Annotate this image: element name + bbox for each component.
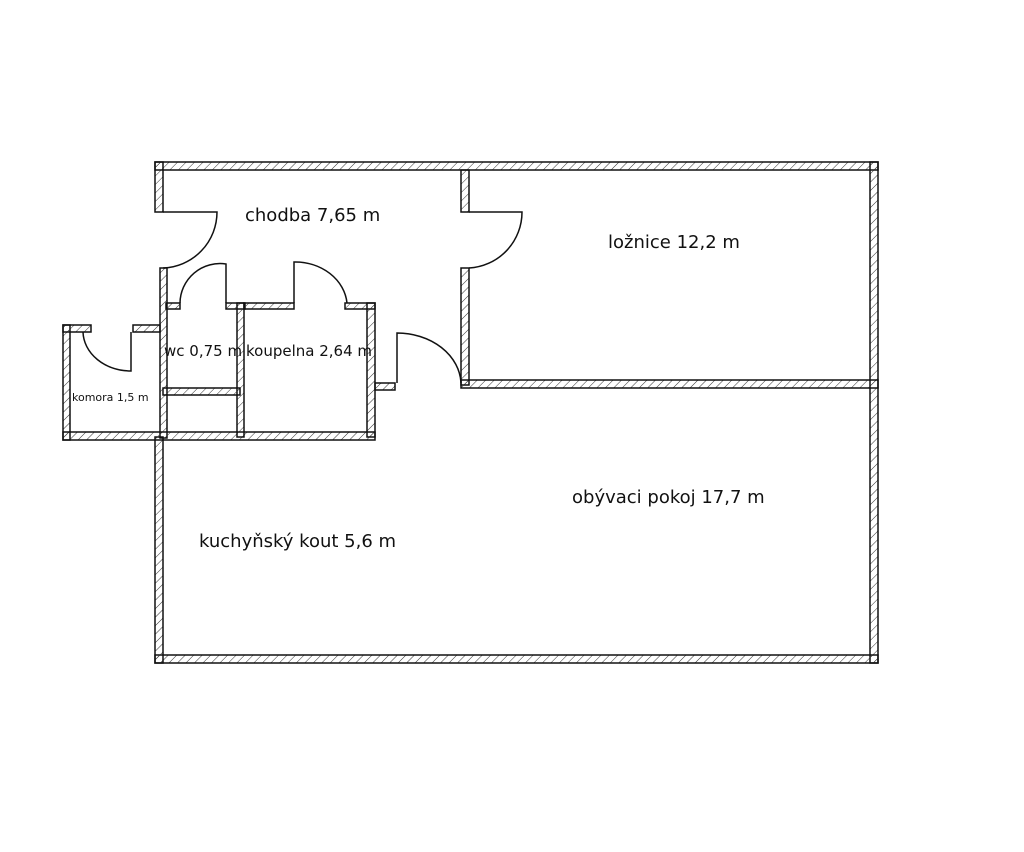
wall-wc-top-left — [165, 302, 181, 310]
wall-utility-bottom — [62, 431, 376, 441]
door-koupelna — [293, 261, 348, 304]
wall-loznice-obyvaci — [460, 379, 879, 389]
wall-bottom — [154, 654, 879, 664]
door-wc — [179, 262, 227, 304]
wall-koupelna-top-left — [243, 302, 295, 310]
room-label-koupelna: koupelna 2,64 m — [246, 342, 372, 360]
room-label-kuchyn: kuchyňský kout 5,6 m — [199, 531, 397, 552]
wall-left-kitchen — [154, 436, 164, 664]
wall-right — [869, 161, 879, 664]
room-label-obyvaci: obývaci pokoj 17,7 m — [572, 487, 765, 508]
wall-koupelna-right — [366, 302, 376, 438]
wall-left-upper — [154, 161, 164, 213]
wall-stub — [374, 382, 396, 391]
wall-komora-top-left — [62, 324, 92, 333]
walls — [62, 161, 879, 664]
door-obyvaci — [396, 332, 462, 384]
doors — [82, 211, 523, 384]
door-loznice — [468, 211, 523, 269]
wall-chodba-loznice-upper — [460, 169, 470, 213]
wall-wc-koupelna — [236, 302, 245, 438]
door-chodba-entrance — [162, 211, 218, 269]
wall-komora-top-right — [132, 324, 161, 333]
wall-chodba-loznice-lower — [460, 267, 470, 386]
wall-wc-bottom — [162, 387, 241, 396]
room-label-loznice: ložnice 12,2 m — [608, 232, 740, 253]
room-label-chodba: chodba 7,65 m — [245, 205, 381, 226]
room-label-wc: wc 0,75 m — [164, 342, 243, 360]
wall-top — [154, 161, 879, 171]
door-komora — [82, 331, 132, 372]
room-label-komora: komora 1,5 m — [72, 391, 149, 404]
wall-komora-left — [62, 324, 71, 441]
